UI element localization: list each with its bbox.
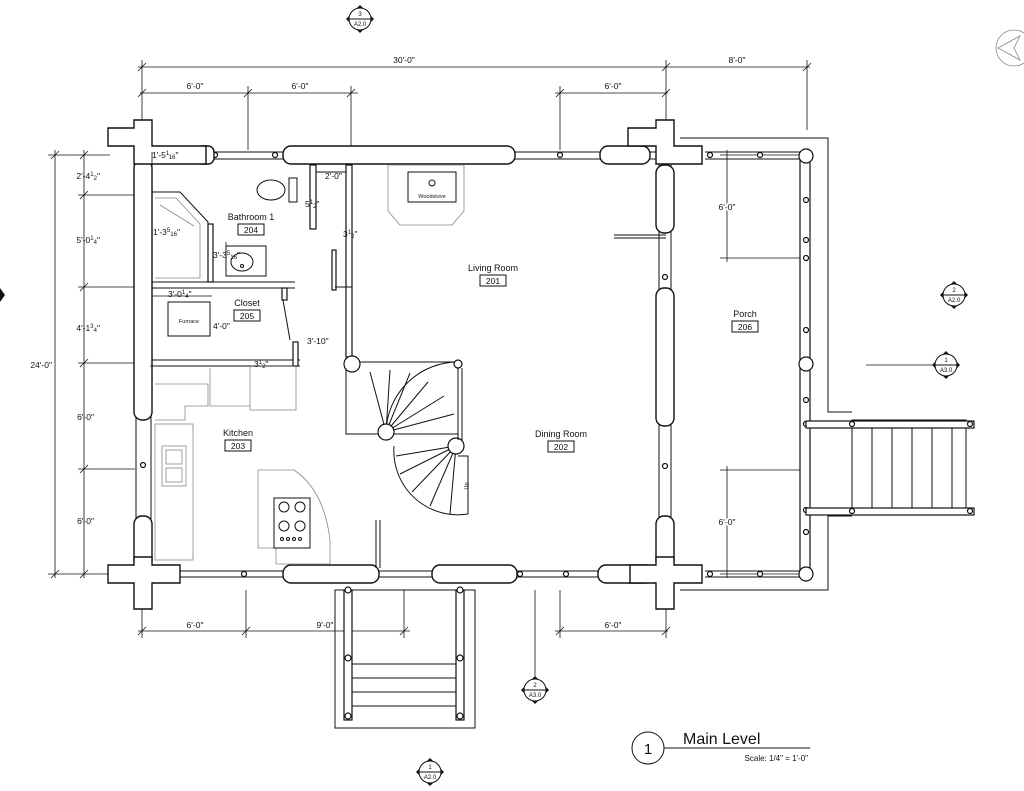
dim-d9: 3'-10" [307, 336, 329, 346]
dim-porch-a: 6'-0" [719, 202, 736, 212]
tag-sheet: A3.0 [529, 693, 542, 699]
dim-d10: 312" [254, 359, 268, 370]
dim-bottom-c: 6'-0" [605, 620, 622, 630]
dim-top-c: 6'-0" [605, 81, 622, 91]
room-label-bathroom: Bathroom 1 204 [228, 212, 275, 236]
sink-icon [230, 252, 254, 272]
room-number: 206 [738, 322, 752, 332]
furnace-label: Furnace [179, 319, 199, 325]
range-icon [273, 497, 311, 549]
tag-number: 2 [533, 683, 537, 689]
dim-d5: 1'-3516" [153, 227, 180, 238]
room-number: 201 [486, 276, 500, 286]
tag-bottom: 1 A2.0 [416, 758, 444, 786]
dim-d2: 2'-0" [325, 171, 342, 181]
stair-up-label: Up [464, 482, 470, 489]
room-label-kitchen: Kitchen 203 [223, 428, 253, 452]
toilet-icon [256, 179, 286, 201]
tag-right-upper: 2 A2.0 [940, 281, 968, 309]
dim-bottom-b: 9'-0" [317, 620, 334, 630]
interior-dimensions: 1'-5116" 2'-0" 512" 312" 1'-3516" 3'-351… [150, 150, 357, 370]
south-entry-stairs [334, 586, 476, 729]
bathroom-fixtures [152, 177, 298, 282]
dim-left-overall: 24'-0" [30, 360, 52, 370]
room-number: 202 [554, 442, 568, 452]
tag-number: 1 [428, 765, 432, 771]
porch-deck [680, 137, 975, 591]
dim-d8: 4'-0" [213, 321, 230, 331]
tag-number: 1 [944, 358, 948, 364]
dim-top-overall: 30'-0" [393, 55, 415, 65]
dim-d1: 1'-5116" [152, 150, 179, 161]
dim-left-b: 5'-014" [76, 235, 100, 246]
kitchen-fixtures [154, 365, 331, 565]
tag-number: 3 [358, 12, 362, 18]
tag-bottom-mid: 2 A3.0 [521, 590, 549, 704]
dim-porch-b: 6'-0" [719, 517, 736, 527]
room-number: 205 [240, 311, 254, 321]
room-name: Bathroom 1 [228, 212, 275, 222]
exterior-walls [107, 119, 703, 610]
spiral-stair: Up [343, 355, 470, 516]
woodstove-label: Woodstove [418, 194, 445, 200]
bottom-dimensions: 6'-0" 9'-0" 6'-0" [137, 590, 671, 638]
view-title: Main Level [683, 731, 760, 748]
room-name: Porch [733, 309, 757, 319]
dim-d3: 512" [305, 199, 319, 210]
furnace-icon: Furnace [167, 301, 211, 337]
room-number: 203 [231, 441, 245, 451]
dim-left-c: 4'-134" [76, 323, 100, 334]
tag-sheet: A2.0 [424, 775, 437, 781]
tag-sheet: A2.0 [354, 22, 367, 28]
kitchen-sink-icon [161, 445, 187, 487]
tag-top: 3 A2.0 [346, 5, 374, 33]
dim-d6: 3'-3516" [213, 250, 240, 261]
room-name: Closet [234, 298, 260, 308]
view-number: 1 [644, 741, 652, 758]
room-name: Dining Room [535, 429, 587, 439]
dim-d4: 312" [343, 229, 357, 240]
dim-bottom-a: 6'-0" [187, 620, 204, 630]
dim-left-d: 6'-0" [77, 412, 94, 422]
view-scale: Scale: 1/4" = 1'-0" [745, 754, 809, 763]
room-name: Living Room [468, 263, 518, 273]
woodstove-icon: Woodstove [387, 164, 465, 226]
dim-top-a: 6'-0" [187, 81, 204, 91]
tag-sheet: A2.0 [948, 298, 961, 304]
section-arrow-left [0, 288, 5, 302]
room-name: Kitchen [223, 428, 253, 438]
room-label-living: Living Room 201 [468, 263, 518, 287]
room-label-closet: Closet 205 [233, 298, 261, 322]
interior-walls [152, 164, 353, 367]
tag-number: 2 [952, 288, 956, 294]
porch-dimensions: 6'-0" 6'-0" [717, 150, 800, 578]
tag-sheet: A3.0 [940, 368, 953, 374]
tag-right-lower: 1 A3.0 [866, 351, 960, 379]
north-arrow-icon [995, 29, 1024, 67]
dim-d7: 3'-014" [168, 289, 192, 300]
title-block: 1 Main Level Scale: 1/4" = 1'-0" [631, 731, 810, 765]
room-label-dining: Dining Room 202 [535, 429, 587, 453]
room-label-porch: Porch 206 [731, 309, 759, 333]
dim-top-porch: 8'-0" [729, 55, 746, 65]
dim-left-e: 6'-0" [77, 516, 94, 526]
dim-top-b: 6'-0" [292, 81, 309, 91]
left-dimensions: 24'-0" 2'-412" 5'-014" 4'-134" 6'-0" 6'-… [30, 150, 135, 579]
top-dimensions: 30'-0" 8'-0" 6'-0" 6'-0" 6'-0" [137, 55, 812, 150]
dim-left-a: 2'-412" [76, 171, 100, 182]
room-number: 204 [244, 225, 258, 235]
